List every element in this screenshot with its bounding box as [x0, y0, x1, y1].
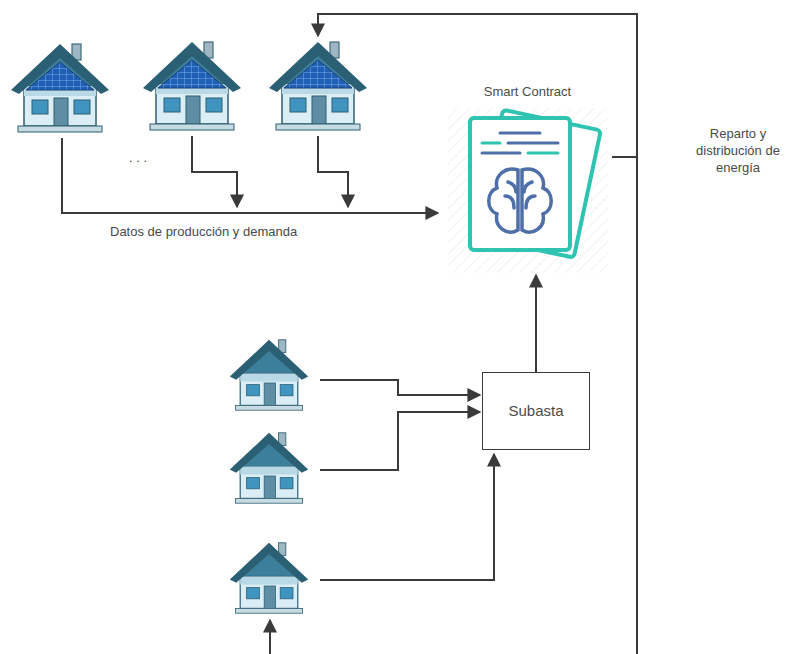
smart-contract-icon [448, 108, 608, 273]
node-heading: Smart Contract [484, 84, 571, 101]
flow-label: Datos de producción y demanda [108, 224, 299, 241]
ellipsis: . . . [127, 150, 149, 167]
process-box: Subasta [482, 372, 590, 450]
house [230, 340, 308, 410]
solar-house [143, 42, 241, 130]
flow-label: Reparto y distribución de energía [679, 126, 797, 177]
connector-arrow [535, 275, 537, 372]
node-heading: Subasta [508, 401, 563, 421]
solar-house [269, 42, 367, 130]
smart-contract: Smart Contract [445, 80, 610, 275]
solar-house [11, 44, 109, 132]
house [230, 543, 308, 613]
house [230, 433, 308, 503]
wires [62, 14, 637, 654]
